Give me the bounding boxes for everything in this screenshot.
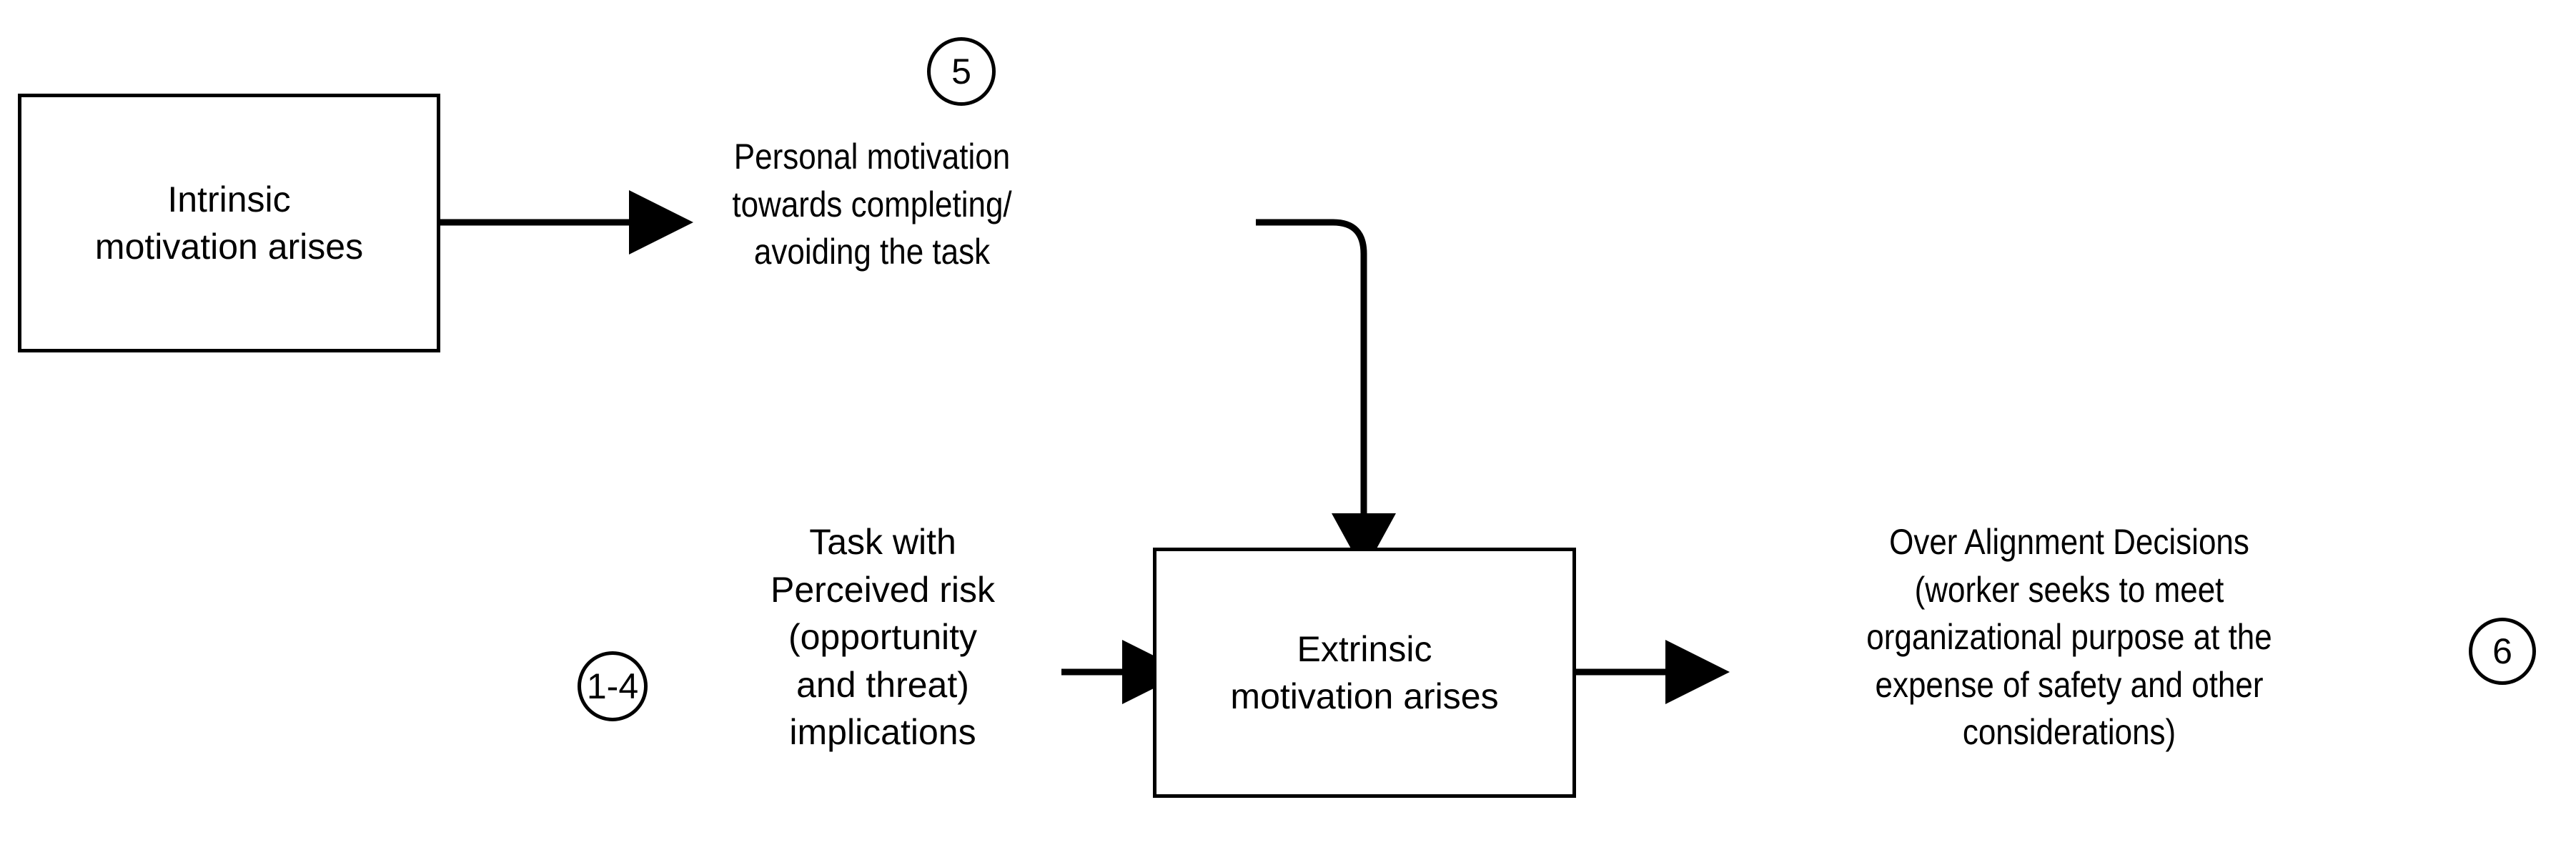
step-marker-5-label: 5 xyxy=(951,51,971,92)
text-task-perceived-risk: Task with Perceived risk (opportunity an… xyxy=(771,522,995,752)
step-marker-5[interactable]: 5 xyxy=(927,37,996,106)
node-intrinsic-motivation-label: Intrinsic motivation arises xyxy=(94,179,364,267)
node-extrinsic-motivation[interactable]: Extrinsic motivation arises xyxy=(1153,548,1576,798)
node-intrinsic-motivation[interactable]: Intrinsic motivation arises xyxy=(18,94,440,352)
text-over-alignment-decisions: Over Alignment Decisions (worker seeks t… xyxy=(1866,522,2272,752)
step-marker-1-4-label: 1-4 xyxy=(586,666,639,706)
node-extrinsic-motivation-label: Extrinsic motivation arises xyxy=(1230,629,1499,716)
text-personal-motivation: Personal motivation towards completing/ … xyxy=(732,137,1012,272)
step-marker-6[interactable]: 6 xyxy=(2469,618,2536,685)
step-marker-6-label: 6 xyxy=(2492,631,2512,671)
connector-personal-to-extrinsic xyxy=(1256,219,1396,572)
step-marker-1-4[interactable]: 1-4 xyxy=(578,651,648,721)
